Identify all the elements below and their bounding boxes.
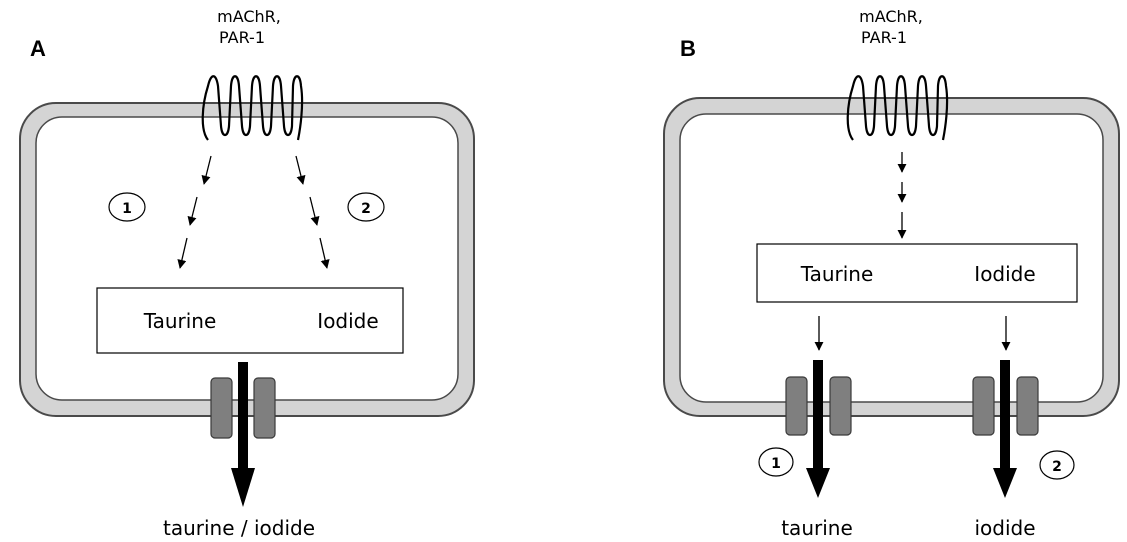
- channel-2-label: 2: [1052, 459, 1062, 475]
- signal-arrows-pathway-1: [177, 155, 212, 269]
- panel-b-letter: B: [680, 36, 696, 61]
- iodide-label-b: Iodide: [974, 262, 1035, 286]
- receptor-label-b-line2: PAR-1: [861, 28, 907, 47]
- pathway-1-circle: 1: [108, 192, 146, 222]
- channel-1-circle: 1: [758, 447, 794, 477]
- channel-a: [210, 377, 276, 439]
- receptor-label-b-line1: mAChR,: [859, 7, 923, 26]
- output-label-b-taurine: taurine: [781, 516, 853, 540]
- substrate-box-a: [96, 287, 404, 354]
- pathway-1-label: 1: [122, 201, 132, 217]
- channel-b-1: [785, 376, 852, 436]
- signal-arrows-pathway-2: [295, 155, 330, 269]
- pathway-2-label: 2: [361, 201, 371, 217]
- channel-2-circle: 2: [1039, 450, 1075, 480]
- panel-a-letter: A: [30, 36, 46, 61]
- efflux-arrow-a: [231, 362, 255, 507]
- output-label-b-iodide: iodide: [974, 516, 1035, 540]
- panel-a: A mAChR, PAR-1 1 2: [19, 7, 475, 540]
- efflux-arrow-b-1: [806, 360, 830, 498]
- taurine-label-a: Taurine: [143, 309, 217, 333]
- iodide-label-a: Iodide: [317, 309, 378, 333]
- channel-1-label: 1: [771, 456, 781, 472]
- receptor-icon-a: [201, 75, 304, 141]
- substrate-box-b: [756, 243, 1078, 303]
- cell-interior-a: [35, 116, 459, 401]
- efflux-arrow-b-2: [993, 360, 1017, 498]
- taurine-label-b: Taurine: [800, 262, 874, 286]
- receptor-label-a-line1: mAChR,: [217, 7, 281, 26]
- receptor-icon-b: [846, 75, 949, 141]
- channel-b-2: [972, 376, 1039, 436]
- panel-b: B mAChR, PAR-1 Taurine Iodide: [663, 7, 1120, 540]
- output-label-a: taurine / iodide: [163, 516, 315, 540]
- receptor-label-a-line2: PAR-1: [219, 28, 265, 47]
- pathway-2-circle: 2: [347, 192, 385, 222]
